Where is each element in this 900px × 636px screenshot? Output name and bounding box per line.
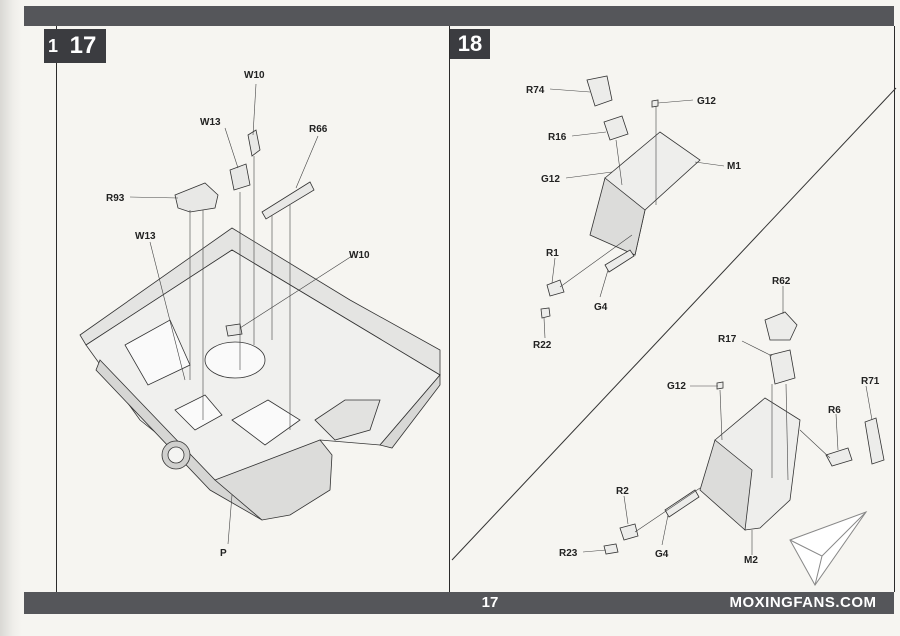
label-r2: R2: [616, 486, 629, 497]
part-w13: [229, 163, 251, 191]
side-plate-assembly-m2: [603, 311, 885, 555]
page-number: 17: [481, 594, 499, 611]
part-r22: [540, 307, 551, 319]
part-r23: [603, 543, 619, 555]
label-w13-top: W13: [200, 117, 221, 128]
part-r16: [603, 115, 629, 141]
part-r93: [174, 182, 219, 213]
part-g4-top: [604, 249, 635, 273]
part-g12-low: [716, 381, 724, 390]
step-17-number: 17: [60, 29, 106, 63]
part-w10: [247, 129, 261, 157]
label-r17: R17: [718, 334, 737, 345]
part-g12-top: [651, 99, 659, 108]
step-17-panel: [56, 26, 450, 592]
part-r6: [825, 447, 853, 467]
label-g4-top: G4: [594, 302, 608, 313]
hull-assembly-17: [79, 227, 441, 521]
leader-lines-17: [129, 83, 353, 545]
label-r22: R22: [533, 340, 552, 351]
label-r93: R93: [106, 193, 125, 204]
label-g12-low: G12: [667, 381, 686, 392]
leader-lines-18-top: [543, 88, 725, 339]
watermark-text: MOXINGFANS.COM: [729, 594, 877, 611]
part-r66: [261, 181, 315, 220]
label-w10-top: W10: [244, 70, 265, 81]
bottom-footer-bar: [24, 592, 894, 614]
part-r62: [764, 311, 798, 341]
part-w10-lower: [225, 323, 243, 337]
leader-lines-18-bottom: [582, 286, 873, 555]
label-r1: R1: [546, 248, 559, 259]
label-p: P: [220, 548, 227, 559]
part-r74: [586, 75, 613, 107]
label-g12-mid: G12: [541, 174, 560, 185]
label-g12-top: G12: [697, 96, 716, 107]
top-header-bar: [24, 6, 894, 26]
label-r16: R16: [548, 132, 567, 143]
label-r62: R62: [772, 276, 791, 287]
part-r71: [864, 417, 885, 465]
label-r6: R6: [828, 405, 841, 416]
label-w10-right: W10: [349, 250, 370, 261]
part-r17: [769, 349, 796, 385]
label-r23: R23: [559, 548, 578, 559]
label-r74: R74: [526, 85, 545, 96]
label-r71: R71: [861, 376, 880, 387]
side-plate-assembly-m1: [540, 75, 701, 319]
step-18-number: 18: [450, 29, 490, 59]
paper-plane-logo-icon: [789, 510, 868, 586]
step-18-panel: [450, 26, 895, 592]
part-r1: [546, 279, 565, 297]
label-m2: M2: [744, 555, 758, 566]
label-g4-low: G4: [655, 549, 669, 560]
label-r66: R66: [309, 124, 328, 135]
part-r2: [619, 523, 639, 541]
step-18-diagonal-divider: [451, 87, 897, 561]
part-g4-low: [664, 489, 700, 518]
page-edge: [0, 0, 22, 636]
parts-17: [174, 129, 315, 337]
previous-step-number: 1: [44, 29, 62, 63]
label-m1: M1: [727, 161, 741, 172]
label-w13-left: W13: [135, 231, 156, 242]
